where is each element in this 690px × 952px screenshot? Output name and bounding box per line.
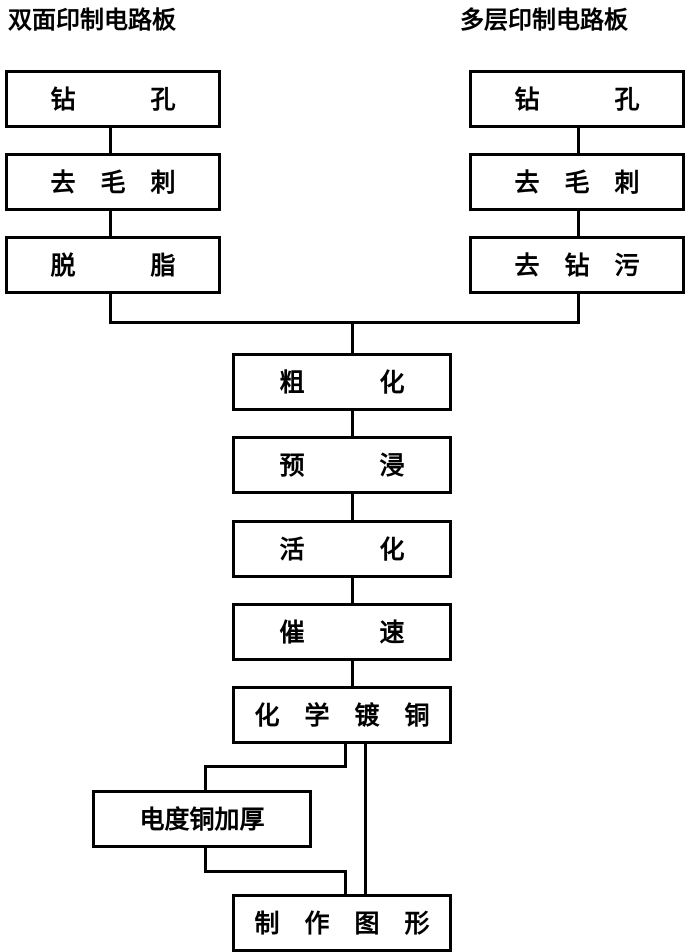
- node-left-degreasing-label: 脱 脂: [50, 250, 176, 280]
- edge-electroless-branch-left: [204, 765, 347, 768]
- edge-roughen-to-presoak: [351, 408, 354, 439]
- node-left-drilling[interactable]: 钻 孔: [5, 70, 221, 128]
- node-pattern-making[interactable]: 制 作 图 形: [232, 894, 452, 952]
- edge-branch-into-thickening: [204, 765, 207, 793]
- node-electroless-copper[interactable]: 化 学 镀 铜: [232, 686, 452, 744]
- node-right-desmearing[interactable]: 去 钻 污: [469, 236, 685, 294]
- node-left-degreasing[interactable]: 脱 脂: [5, 236, 221, 294]
- node-activation[interactable]: 活 化: [232, 520, 452, 578]
- edge-left-degrease-to-merge: [109, 291, 112, 324]
- node-left-deburring[interactable]: 去 毛 刺: [5, 153, 221, 211]
- edge-thickening-out-down: [204, 845, 207, 873]
- edge-right-deburr-to-desmear: [577, 209, 580, 240]
- edge-electroless-branch-down: [344, 741, 347, 768]
- node-electroless-copper-label: 化 学 镀 铜: [254, 700, 430, 730]
- edge-thickening-out-right: [204, 870, 347, 873]
- node-pattern-making-label: 制 作 图 形: [254, 908, 430, 938]
- edge-left-deburr-to-degrease: [109, 209, 112, 240]
- edge-presoak-to-activate: [351, 491, 354, 522]
- node-acceleration-label: 催 速: [279, 617, 405, 647]
- node-left-deburring-label: 去 毛 刺: [50, 167, 176, 197]
- node-presoaking[interactable]: 预 浸: [232, 436, 452, 494]
- left-column-header: 双面印制电路板: [8, 5, 176, 34]
- edge-thickening-into-pattern: [344, 870, 347, 897]
- node-roughening-label: 粗 化: [279, 367, 405, 397]
- right-column-header: 多层印制电路板: [460, 5, 628, 34]
- edge-left-drill-to-deburr: [109, 126, 112, 157]
- node-right-deburring-label: 去 毛 刺: [514, 167, 640, 197]
- node-activation-label: 活 化: [279, 534, 405, 564]
- edge-merge-to-roughen: [351, 321, 354, 356]
- edge-electroless-to-pattern-direct: [364, 741, 367, 897]
- node-right-drilling-label: 钻 孔: [514, 84, 640, 114]
- edge-merge-bar: [109, 321, 580, 324]
- node-roughening[interactable]: 粗 化: [232, 353, 452, 411]
- edge-accelerate-to-electroless: [351, 658, 354, 687]
- node-copper-thickening-label: 电度铜加厚: [139, 804, 265, 834]
- node-right-drilling[interactable]: 钻 孔: [469, 70, 685, 128]
- node-left-drilling-label: 钻 孔: [50, 84, 176, 114]
- node-copper-thickening[interactable]: 电度铜加厚: [92, 790, 312, 848]
- edge-right-desmear-to-merge: [577, 291, 580, 324]
- edge-activate-to-accelerate: [351, 575, 354, 606]
- node-acceleration[interactable]: 催 速: [232, 603, 452, 661]
- edge-right-drill-to-deburr: [577, 126, 580, 157]
- node-right-desmearing-label: 去 钻 污: [514, 250, 640, 280]
- node-right-deburring[interactable]: 去 毛 刺: [469, 153, 685, 211]
- node-presoaking-label: 预 浸: [279, 450, 405, 480]
